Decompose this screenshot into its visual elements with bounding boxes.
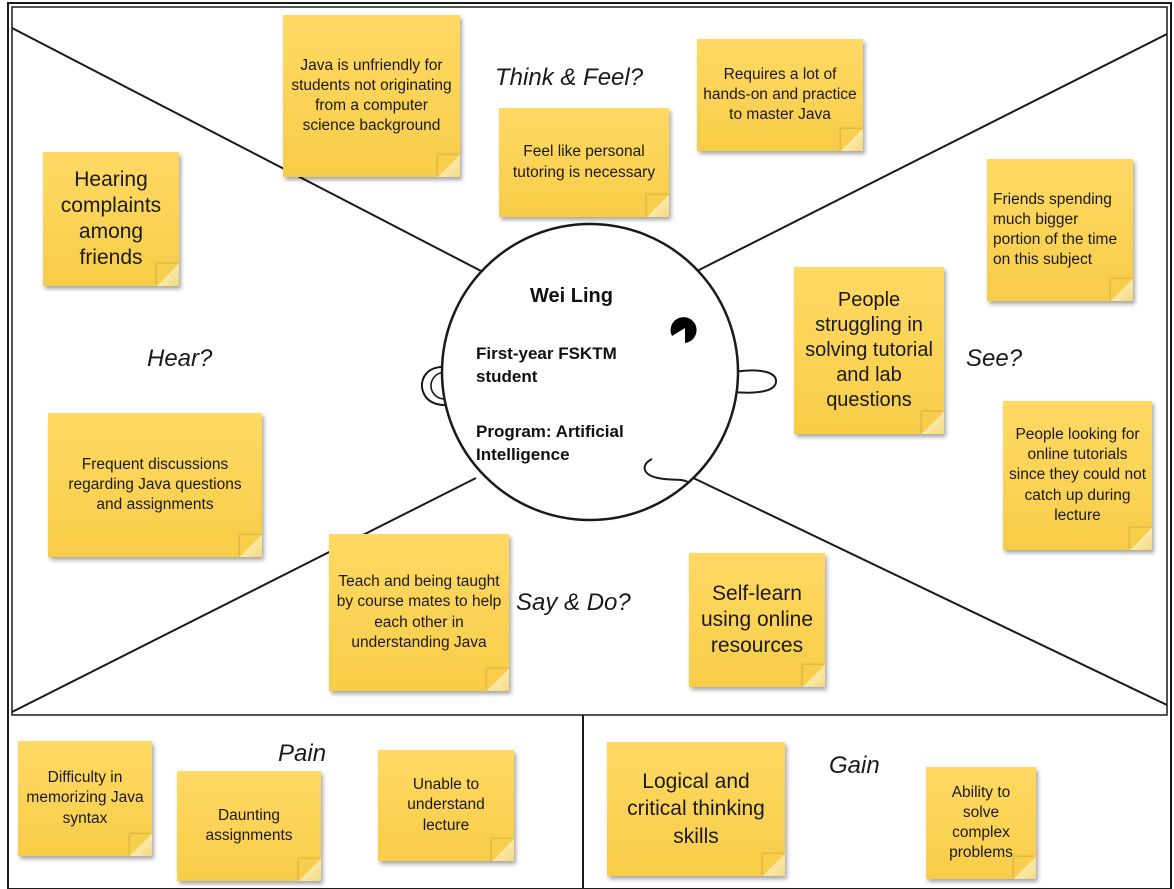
note-text: Self-learn using online resources [700,581,814,658]
note-unable-understand[interactable]: Unable to understand lecture [378,750,514,861]
note-memorizing-syntax[interactable]: Difficulty in memorizing Java syntax [18,741,152,856]
inner-border [11,6,1168,716]
diagonal-bottom-right [684,473,1168,706]
persona-name: Wei Ling [530,285,613,307]
note-friends-spending[interactable]: Friends spending much bigger portion of … [987,159,1133,301]
head-circle [440,222,740,522]
note-text: Requires a lot of hands-on and practice … [703,65,857,124]
head-mouth [643,458,689,483]
section-label-say-do: Say & Do? [516,589,631,616]
note-text: Daunting assignments [205,806,293,844]
note-self-learn[interactable]: Self-learn using online resources [689,553,825,687]
section-label-hear: Hear? [147,345,213,372]
note-java-unfriendly[interactable]: Java is unfriendly for students not orig… [283,15,460,177]
note-text: People struggling in solving tutorial an… [805,289,933,411]
note-online-tutorials[interactable]: People looking for online tutorials sinc… [1003,401,1152,550]
note-text: Teach and being taught by course mates t… [336,573,502,651]
note-text: Frequent discussions regarding Java ques… [68,455,242,514]
note-text: People looking for online tutorials sinc… [1009,426,1147,524]
diagonal-bottom-left [11,477,477,713]
note-teach-taught[interactable]: Teach and being taught by course mates t… [329,534,509,691]
section-label-pain: Pain [278,740,327,767]
note-text: Friends spending much bigger portion of … [993,190,1118,269]
head-eye [670,317,697,343]
diagonal-top-left [11,27,484,273]
section-label-think-feel: Think & Feel? [495,64,644,91]
note-text: Unable to understand lecture [407,776,485,834]
persona-role: First-year FSKTM student [476,344,617,386]
section-label-gain: Gain [829,752,880,779]
note-text: Hearing complaints among friends [60,167,162,270]
head-ear-left [420,365,451,406]
section-label-see: See? [966,345,1023,372]
note-text: Logical and critical thinking skills [627,770,765,848]
note-hands-on[interactable]: Requires a lot of hands-on and practice … [697,39,863,151]
note-people-struggling[interactable]: People struggling in solving tutorial an… [794,267,944,434]
note-daunting-assignments[interactable]: Daunting assignments [177,771,321,881]
persona-program: Program: Artificial Intelligence [476,422,624,464]
note-text: Feel like personal tutoring is necessary [512,143,656,181]
diagonal-top-right [694,33,1168,273]
note-hearing-complaints[interactable]: Hearing complaints among friends [43,152,179,286]
note-text: Java is unfriendly for students not orig… [291,56,452,135]
note-logical-thinking[interactable]: Logical and critical thinking skills [607,742,785,876]
note-solve-complex[interactable]: Ability to solve complex problems [926,767,1036,879]
note-frequent-discussions[interactable]: Frequent discussions regarding Java ques… [48,413,262,557]
note-personal-tutoring[interactable]: Feel like personal tutoring is necessary [499,108,669,217]
head-ear-right [732,369,777,394]
note-text: Ability to solve complex problems [949,783,1013,862]
outer-border [7,2,1172,889]
note-text: Difficulty in memorizing Java syntax [26,769,144,827]
